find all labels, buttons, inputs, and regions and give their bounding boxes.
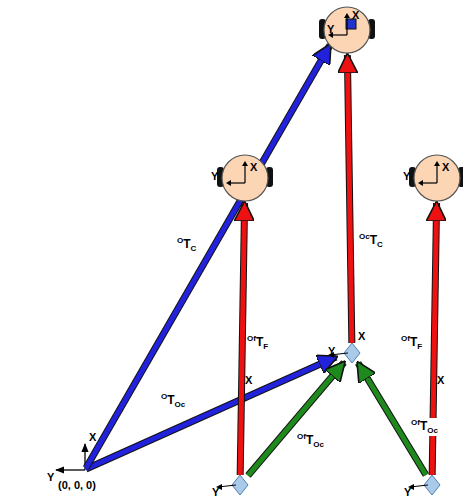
transform-label: OfTOc [410, 418, 439, 436]
transform-label: OfTF [246, 334, 269, 352]
transform-arrow [248, 362, 344, 475]
arrow-outline [358, 363, 426, 475]
y-axis-label: Y [328, 346, 335, 357]
head-frame: XY [220, 153, 270, 203]
y-axis [56, 469, 85, 470]
arrow-shaft [240, 203, 244, 475]
head-frame: XY [412, 153, 462, 203]
axis-label: Y [47, 472, 54, 483]
transform-arrow-outline [86, 45, 330, 468]
y-axis-label: Y [211, 171, 218, 182]
x-axis-label: X [352, 10, 359, 21]
frame-marker: XY [344, 343, 360, 363]
transform-label: OcTC [358, 232, 384, 250]
y-axis-label: Y [403, 171, 410, 182]
transform-label: OTC [176, 236, 197, 254]
head-shape [412, 153, 462, 203]
arrow-outline [248, 362, 344, 475]
transform-label: OTOc [160, 392, 186, 410]
y-axis-label: Y [327, 24, 334, 35]
diamond-shape [232, 475, 248, 495]
transform-label: OfTF [400, 334, 423, 352]
transform-arrow [358, 363, 426, 475]
arrow-shaft [248, 362, 344, 475]
x-axis-label: X [437, 375, 444, 386]
head-shape [220, 153, 270, 203]
transform-arrow [347, 55, 351, 343]
x-axis-label: X [442, 162, 449, 173]
y-axis-label: Y [212, 487, 219, 498]
diamond-shape [424, 475, 440, 495]
diamond-shape [344, 343, 360, 363]
axis-label: (0, 0, 0) [58, 480, 96, 491]
frame-marker: XY [232, 475, 248, 495]
arrow-outline [240, 203, 244, 475]
x-axis-label: X [250, 162, 257, 173]
transform-arrow [86, 45, 330, 468]
arrow-shaft [358, 363, 426, 475]
arrow-shaft [347, 55, 351, 343]
y-axis-label: Y [404, 487, 411, 498]
axis-label: X [89, 432, 96, 443]
head-frame: XY [322, 5, 372, 55]
arrow-outline [347, 55, 351, 343]
x-axis-label: X [358, 331, 365, 342]
transform-label: OfTOc [296, 432, 325, 450]
frame-marker: XY [424, 475, 440, 495]
x-axis-label: X [245, 375, 252, 386]
transform-arrow [240, 203, 244, 475]
